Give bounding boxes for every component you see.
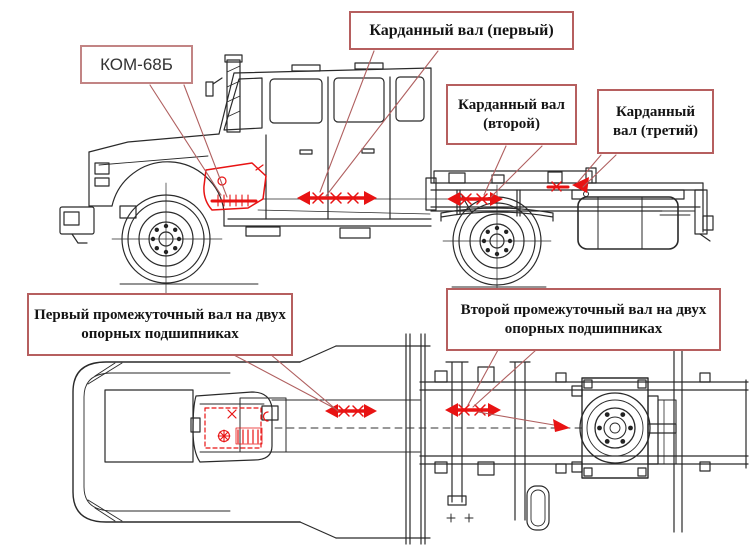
callout-kom-68b: КОМ-68Б (80, 45, 193, 84)
leader-cardan2 (483, 145, 543, 198)
leader-cardan1 (319, 50, 439, 197)
leader-inter1 (231, 353, 339, 412)
crew-cab (205, 54, 432, 239)
leader-cardan3 (577, 154, 617, 188)
arrowhead-icon (297, 191, 310, 205)
callout-cardan-shaft-first: Карданный вал (первый) (349, 11, 574, 50)
rear-door-window (333, 77, 385, 123)
leader-lines-plan (231, 349, 537, 412)
callout-cardan-shaft-second: Карданный вал (второй) (446, 84, 577, 145)
arrowhead-icon (490, 192, 503, 206)
leader-lines-side (149, 50, 617, 198)
windshield (223, 77, 263, 131)
callout-first-intermediate-shaft: Первый промежуточный вал на двух опорных… (27, 293, 293, 356)
arrowhead-icon (572, 177, 589, 193)
plan-pto-highlight (204, 407, 269, 449)
front-wheel (111, 182, 259, 294)
arrowhead-icon (445, 403, 458, 417)
callout-second-intermediate-shaft: Второй промежуточный вал на двух опорных… (446, 288, 721, 351)
plan-frame-rails (271, 341, 749, 533)
front-door-window (269, 78, 323, 124)
arrowhead-icon (488, 403, 501, 417)
truck-hood-front (59, 133, 225, 244)
arrowhead-icon (447, 192, 460, 206)
plan-hood-cab (72, 333, 431, 545)
leader-kom (149, 84, 228, 198)
intermediate-shaft-1-highlight (325, 404, 377, 418)
plan-pump-assembly (571, 377, 677, 479)
rear-wheel (442, 184, 552, 296)
plan-engine (104, 389, 201, 463)
arrowhead-icon (364, 404, 377, 418)
plan-transmission (192, 391, 287, 463)
intermediate-shaft-2-highlight (445, 403, 501, 417)
cardan-shaft-1-highlight (297, 191, 377, 205)
arrowhead-icon (325, 404, 338, 418)
callout-cardan-shaft-third: Карданный вал (третий) (597, 89, 714, 154)
chassis-frame-side (257, 167, 714, 242)
plan-view (72, 333, 749, 545)
pto-highlight (203, 162, 267, 211)
leader-inter2 (467, 349, 537, 408)
arrowhead-icon (553, 419, 570, 432)
arrowhead-icon (364, 191, 377, 205)
cardan-shaft-3-highlight (546, 177, 589, 193)
quarter-window (395, 76, 425, 122)
side-view (59, 50, 714, 296)
pump-input-arrow (477, 411, 570, 432)
fuel-tank (571, 189, 685, 250)
